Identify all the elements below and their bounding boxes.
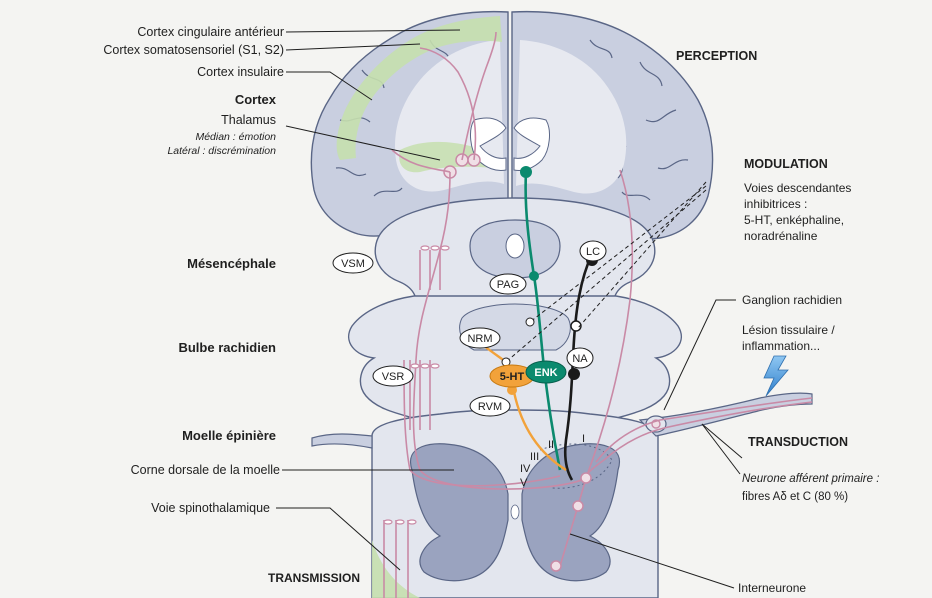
svg-text:NA: NA: [572, 353, 588, 365]
spinal-cord: [312, 393, 812, 598]
svg-text:ENK: ENK: [534, 367, 557, 379]
label-afferent-1: Neurone afférent primaire :: [742, 473, 879, 485]
label-median: Médian : émotion: [195, 131, 276, 143]
svg-text:VSM: VSM: [341, 258, 365, 270]
lamina-iii: III: [530, 451, 539, 463]
label-voies-3: 5-HT, enképhaline,: [744, 213, 844, 227]
label-ganglion: Ganglion rachidien: [742, 293, 842, 307]
node-vsr: VSR: [373, 366, 413, 386]
label-moelle: Moelle épinière: [182, 428, 276, 443]
interneuron-cell: [551, 561, 561, 571]
label-interneurone: Interneurone: [738, 581, 806, 595]
lamina-v: V: [520, 477, 528, 489]
node-rvm: RVM: [470, 396, 510, 416]
node-pag: PAG: [490, 274, 526, 294]
node-vsm: VSM: [333, 253, 373, 273]
aqueduct: [506, 234, 524, 258]
medulla: [349, 296, 682, 420]
label-afferent-2: fibres Aδ et C (80 %): [742, 491, 848, 503]
mesencephalon: [375, 198, 655, 312]
node-enk: ENK: [526, 361, 566, 383]
left-root: [312, 434, 372, 448]
label-thalamus: Thalamus: [221, 113, 276, 127]
lamina-i: I: [582, 433, 585, 445]
label-voies-1: Voies descendantes: [744, 181, 851, 195]
svg-text:NRM: NRM: [467, 333, 492, 345]
label-lesion-1: Lésion tissulaire /: [742, 323, 835, 337]
label-insular: Cortex insulaire: [197, 65, 284, 79]
label-somato: Cortex somatosensoriel (S1, S2): [103, 43, 284, 57]
dorsal-horn-neuron: [581, 473, 591, 483]
label-voies-2: inhibitrices :: [744, 197, 807, 211]
svg-text:LC: LC: [586, 246, 600, 258]
lamina-iv: IV: [520, 463, 531, 475]
node-na: NA: [567, 348, 593, 368]
lateral-ventricles: [471, 118, 550, 170]
node-nrm: NRM: [460, 328, 500, 348]
label-perception: PERCEPTION: [676, 49, 757, 63]
labels-left: Cortex cingulaire antérieur Cortex somat…: [103, 25, 360, 585]
synapse-marker: [526, 318, 534, 326]
dorsal-horn-neuron-2: [573, 501, 583, 511]
label-lateral: Latéral : discrémination: [167, 145, 276, 157]
svg-text:5-HT: 5-HT: [500, 371, 525, 383]
label-transmission: TRANSMISSION: [268, 571, 360, 585]
lightning-icon: [764, 356, 788, 396]
lamina-ii: II: [548, 439, 554, 451]
label-voie: Voie spinothalamique: [151, 501, 270, 515]
svg-text:RVM: RVM: [478, 401, 502, 413]
label-corne: Corne dorsale de la moelle: [131, 463, 280, 477]
label-modulation: MODULATION: [744, 157, 828, 171]
label-mesencephale: Mésencéphale: [187, 256, 276, 271]
label-cortex: Cortex: [235, 92, 277, 107]
svg-text:PAG: PAG: [497, 279, 519, 291]
node-lc: LC: [580, 241, 606, 261]
label-cingulate: Cortex cingulaire antérieur: [137, 25, 284, 39]
label-lesion-2: inflammation...: [742, 339, 820, 353]
label-transduction: TRANSDUCTION: [748, 435, 848, 449]
label-voies-4: noradrénaline: [744, 229, 818, 243]
central-canal: [511, 505, 519, 519]
label-bulbe: Bulbe rachidien: [178, 340, 276, 355]
svg-text:VSR: VSR: [382, 371, 405, 383]
